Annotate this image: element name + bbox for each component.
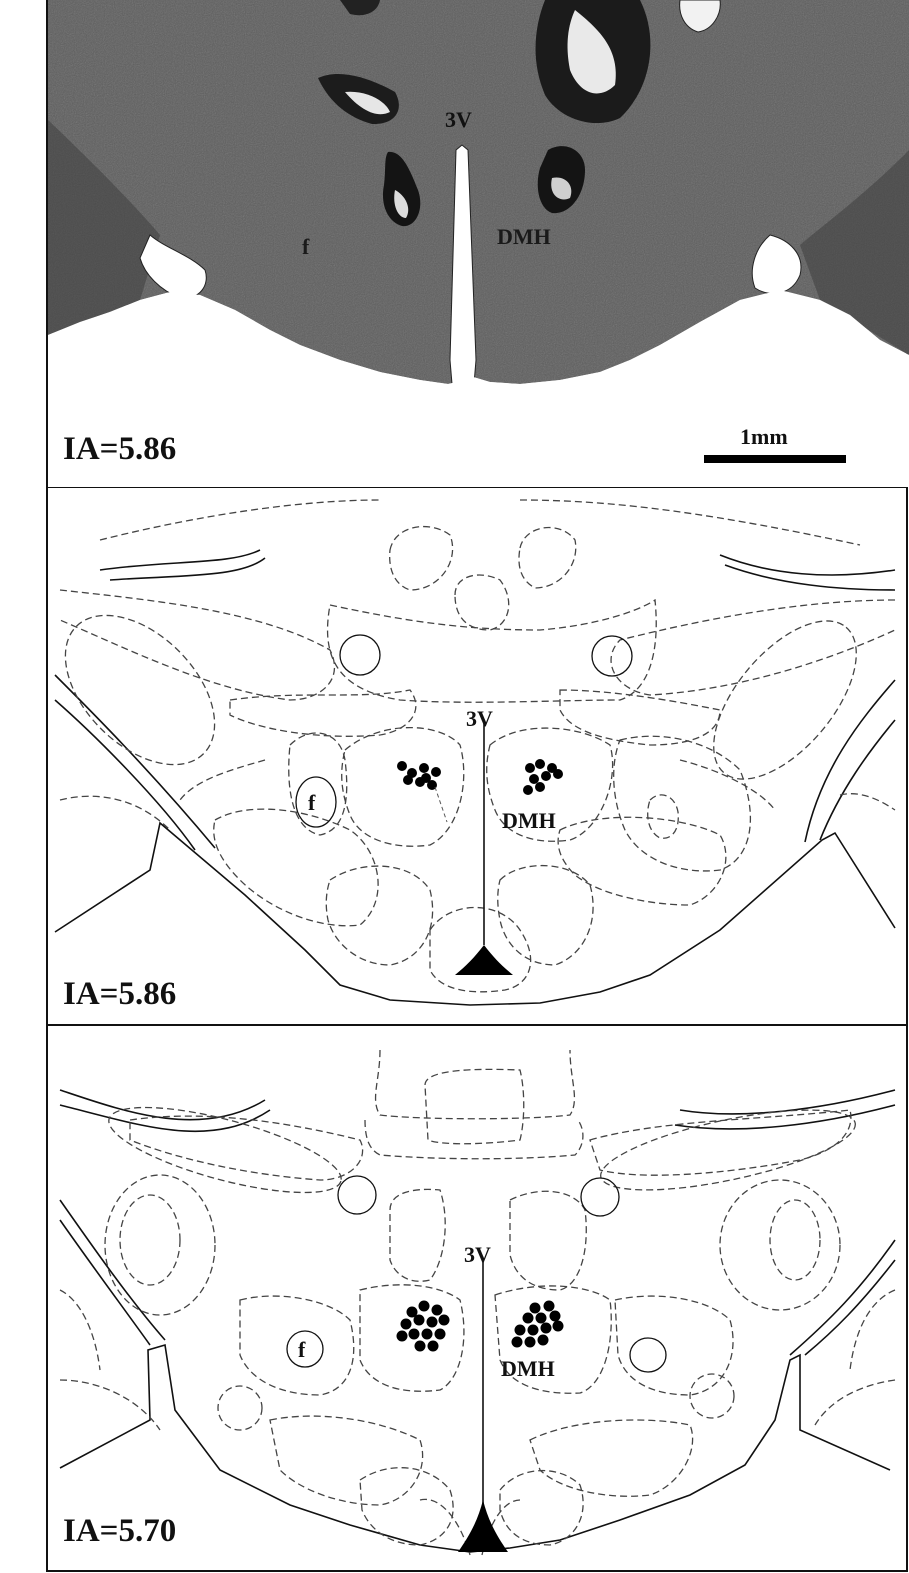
lesion-dots-left-atlas-2 [396, 1300, 450, 1352]
atlas-panel-1: f 3V DMH IA=5.86 [54, 499, 896, 1012]
atlas-2-label-fornix: f [298, 1337, 306, 1362]
atlas-1-label-fornix: f [308, 790, 316, 815]
third-ventricle-recess-atlas-1 [455, 945, 513, 975]
scale-bar-label: 1mm [740, 424, 788, 449]
third-ventricle-slit [449, 144, 477, 385]
atlas-1-label-3v: 3V [466, 706, 493, 731]
lesion-dots-right-atlas-2 [511, 1300, 564, 1348]
photo-panel: 3V DMH f IA=5.86 1mm [48, 0, 909, 487]
atlas-1-ia-label: IA=5.86 [63, 976, 176, 1012]
photo-label-3v: 3V [445, 107, 472, 132]
brain-outline-atlas-2 [59, 1343, 891, 1553]
fornix-outline-atlas-1 [295, 776, 337, 828]
lesion-left [382, 151, 421, 227]
atlas-2-ia-label: IA=5.70 [63, 1513, 176, 1549]
photo-label-fornix: f [302, 234, 310, 259]
atlas-2-label-dmh: DMH [501, 1356, 555, 1381]
fornix-outline-atlas-2 [286, 1330, 324, 1368]
lesion-dots-left-atlas-1 [397, 761, 441, 790]
third-ventricle-recess-atlas-2 [458, 1500, 508, 1552]
brain-outline-atlas-1 [54, 821, 896, 1006]
atlas-panel-2: f 3V DMH IA=5.70 [59, 1049, 896, 1556]
atlas-1-label-dmh: DMH [502, 808, 556, 833]
photo-ia-label: IA=5.86 [63, 431, 176, 467]
atlas-2-label-3v: 3V [464, 1242, 491, 1267]
lesion-dots-right-atlas-1 [523, 759, 563, 795]
scale-bar [704, 455, 846, 463]
panel-border-atlas-1 [46, 486, 908, 1026]
photo-label-dmh: DMH [497, 224, 551, 249]
panel-border-atlas-2 [46, 1024, 908, 1572]
